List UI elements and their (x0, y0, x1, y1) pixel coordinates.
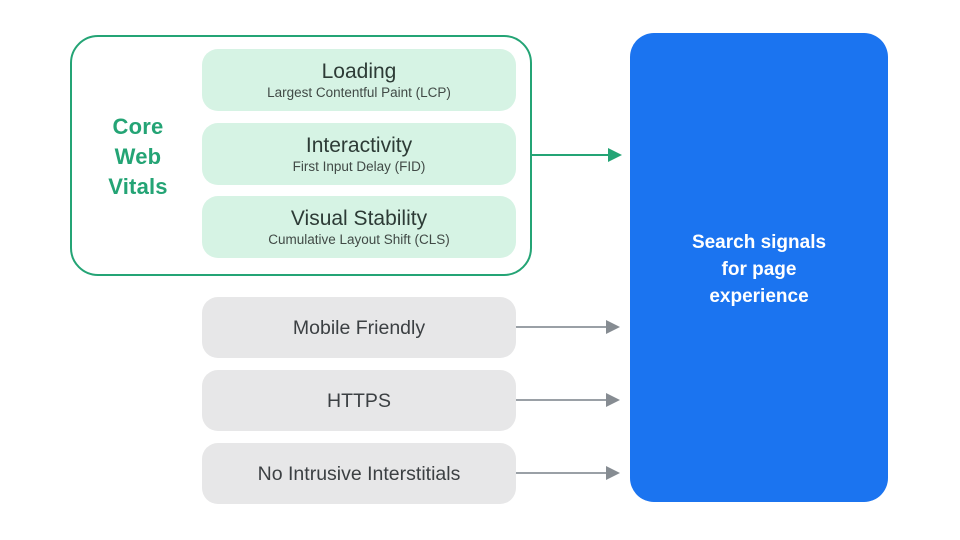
signal-label: Mobile Friendly (292, 316, 426, 339)
interstitials-arrow-shaft (516, 472, 606, 474)
search-signals-result-label: Search signals for page experience (692, 225, 826, 310)
signal-card-no-intrusive-interstitials: No Intrusive Interstitials (202, 443, 516, 504)
core-web-vitals-label-line: Web (114, 144, 162, 169)
https-arrow-head-icon (606, 393, 620, 407)
mobile-friendly-arrow-head-icon (606, 320, 620, 334)
search-signals-result-box: Search signals for page experience (630, 33, 888, 502)
cwv-arrow-shaft (532, 154, 608, 156)
result-label-line: Search signals (691, 232, 827, 253)
core-web-vitals-label-line: Vitals (108, 174, 168, 199)
mobile-friendly-arrow-shaft (516, 326, 606, 328)
vital-title: Loading (321, 60, 397, 83)
vital-title: Interactivity (305, 134, 413, 157)
core-web-vitals-label-line: Core (112, 114, 164, 139)
signal-label: HTTPS (327, 389, 391, 412)
core-web-vitals-label: Core Web Vitals (82, 112, 194, 202)
signal-card-mobile-friendly: Mobile Friendly (202, 297, 516, 358)
vital-card-visual-stability: Visual Stability Cumulative Layout Shift… (202, 196, 516, 258)
result-label-line: for page (721, 259, 797, 280)
vital-card-interactivity: Interactivity First Input Delay (FID) (202, 123, 516, 185)
cwv-arrow-head-icon (608, 148, 622, 162)
vital-subtitle: Cumulative Layout Shift (CLS) (268, 232, 450, 247)
vital-subtitle: Largest Contentful Paint (LCP) (267, 85, 451, 100)
interstitials-arrow-head-icon (606, 466, 620, 480)
vital-card-loading: Loading Largest Contentful Paint (LCP) (202, 49, 516, 111)
signal-card-https: HTTPS (202, 370, 516, 431)
result-label-line: experience (709, 286, 809, 307)
https-arrow-shaft (516, 399, 606, 401)
vital-title: Visual Stability (290, 207, 428, 230)
vital-subtitle: First Input Delay (FID) (292, 159, 426, 174)
signal-label: No Intrusive Interstitials (257, 462, 461, 485)
